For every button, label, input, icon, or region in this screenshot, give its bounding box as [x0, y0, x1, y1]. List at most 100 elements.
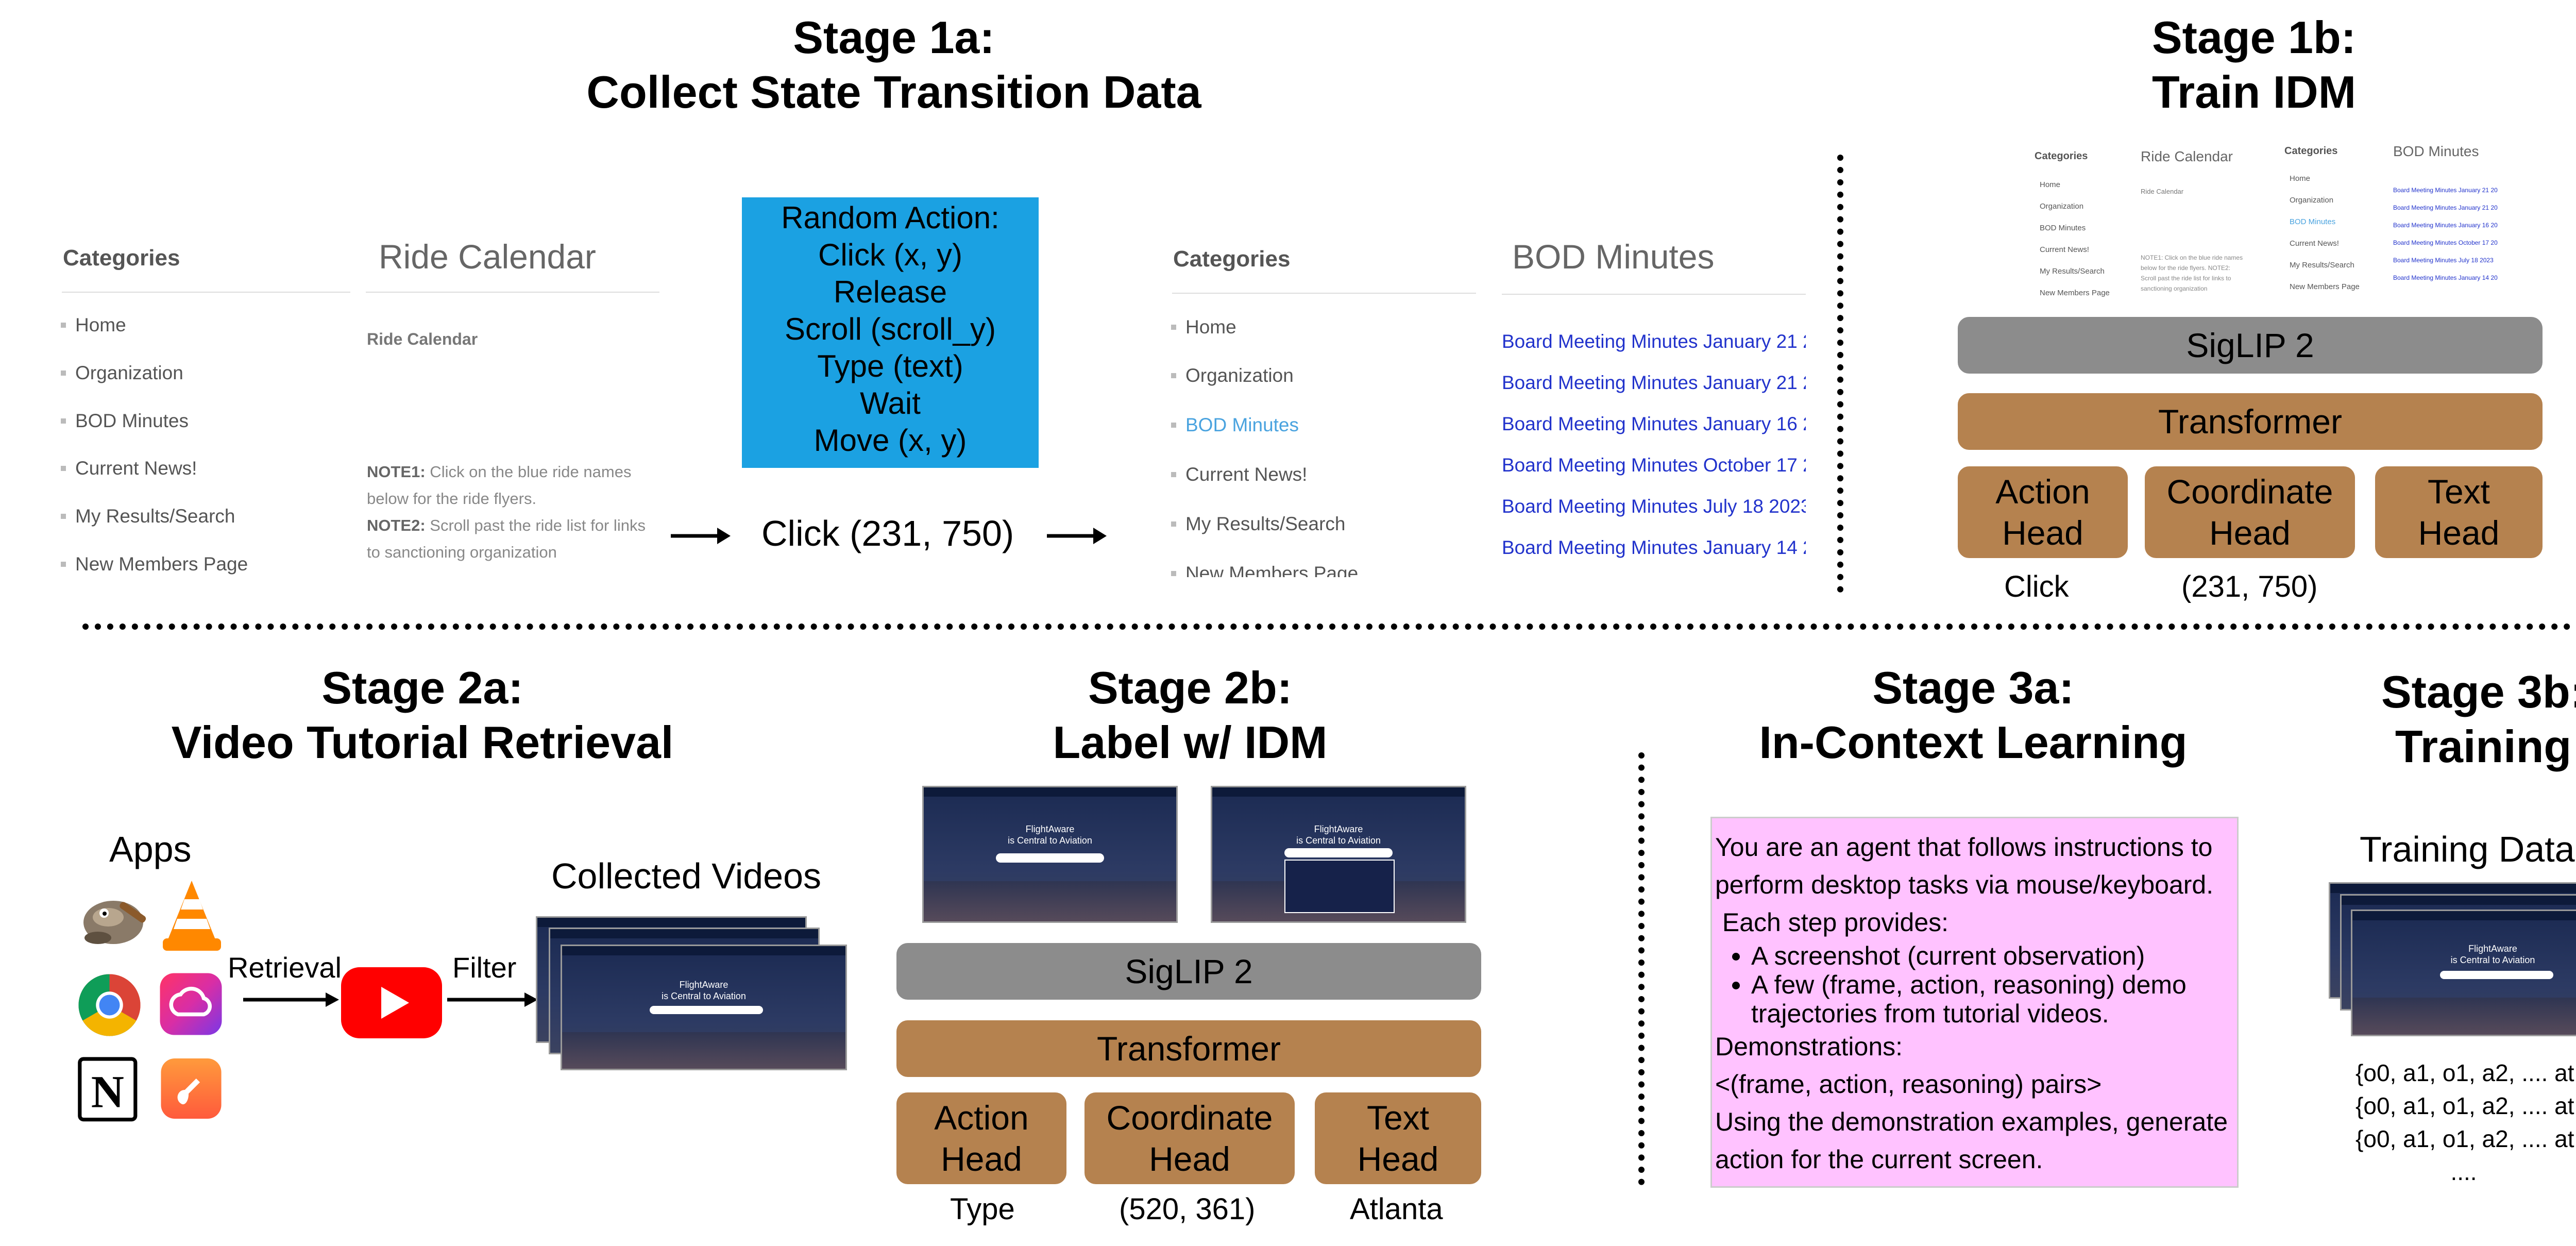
category-item-home: Home — [1185, 316, 1236, 338]
thumb-item: Current News! — [2040, 245, 2089, 254]
video-search-bar — [2440, 971, 2553, 979]
prompt-each-step: Each step provides: — [1715, 908, 1949, 937]
training-sequence-ellipsis: .... — [2450, 1158, 2477, 1185]
note2-label: NOTE2: — [367, 516, 426, 534]
text-output-label: Atlanta — [1350, 1192, 1443, 1226]
video-search-bar — [650, 1006, 763, 1014]
stage2b-title-line2: Label w/ IDM — [1053, 717, 1328, 768]
stage1a-before-screenshot: Categories Home Organization BOD Minutes… — [46, 216, 675, 577]
collected-video-thumb: FlightAware is Central to Aviation — [561, 945, 847, 1070]
training-sequence-line: {o0, a1, o1, a2, .... at, ot} — [2355, 1092, 2576, 1119]
stage2b-frame-after: FlightAware is Central to Aviation — [1211, 786, 1466, 923]
prompt-box: You are an agent that follows instructio… — [1710, 817, 2239, 1188]
youtube-icon — [341, 967, 442, 1038]
random-action-scroll: Scroll (scroll_y) — [784, 312, 996, 346]
coordinate-head-block: Coordinate Head — [1084, 1092, 1295, 1184]
thumb-bod-link: Board Meeting Minutes October 17 20 — [2393, 239, 2498, 246]
ride-calendar-notes: NOTE1: Click on the blue ride names belo… — [367, 459, 655, 566]
stage3b-title: Stage 3b: Training — [2329, 665, 2576, 774]
bod-link: Board Meeting Minutes January 14 20 — [1502, 537, 1806, 558]
notion-app-icon: N — [78, 1057, 138, 1122]
note2-text: Scroll past the ride list for links to s… — [367, 516, 646, 561]
category-item-current-news: Current News! — [1185, 464, 1308, 485]
thumb-item: BOD Minutes — [2040, 224, 2086, 232]
arrow-right-icon — [671, 528, 731, 544]
category-item-current-news: Current News! — [75, 458, 197, 479]
training-sequence-line: {o0, a1, o1, a2, .... at, ot} — [2355, 1059, 2576, 1086]
text-head-block: Text Head — [1315, 1092, 1481, 1184]
video-search-bar — [1284, 848, 1393, 857]
svg-text:N: N — [91, 1067, 124, 1118]
training-video-thumb: FlightAware is Central to Aviation — [2351, 910, 2576, 1036]
category-item-home: Home — [75, 314, 126, 335]
bod-link: Board Meeting Minutes January 21 20 — [1502, 331, 1806, 352]
category-item-my-results: My Results/Search — [1185, 513, 1346, 534]
coordinate-output-label: (520, 361) — [1119, 1192, 1256, 1226]
coordinate-output-label: (231, 750) — [2181, 570, 2318, 603]
video-caption: FlightAware is Central to Aviation — [2450, 944, 2535, 965]
transformer-block: Transformer — [896, 1020, 1481, 1077]
stage2a-title-line1: Stage 2a: — [321, 662, 523, 713]
random-action-move: Move (x, y) — [814, 423, 967, 458]
filter-label: Filter — [452, 951, 517, 984]
arrow-right-icon — [447, 992, 538, 1007]
stage1a-after-screenshot: Categories Home Organization BOD Minutes… — [1157, 216, 1806, 577]
random-action-click: Click (x, y) — [818, 238, 962, 272]
ride-calendar-subtitle: Ride Calendar — [367, 330, 478, 348]
chosen-action-label: Click (231, 750) — [761, 513, 1014, 553]
siglip-block: SigLIP 2 — [896, 943, 1481, 1000]
prompt-pairs: <(frame, action, reasoning) pairs> — [1715, 1070, 2102, 1099]
video-caption: FlightAware is Central to Aviation — [1008, 824, 1092, 846]
category-item-my-results: My Results/Search — [75, 506, 235, 527]
transformer-block: Transformer — [1958, 393, 2543, 450]
video-search-bar — [996, 853, 1104, 863]
collected-videos-label: Collected Videos — [551, 856, 822, 896]
random-action-type: Type (text) — [817, 349, 963, 383]
ride-calendar-underline — [366, 292, 659, 293]
note1-text: Click on the blue ride names below for t… — [367, 463, 632, 508]
thumb-ride-calendar-sub: Ride Calendar — [2141, 188, 2184, 195]
thumb-categories-header: Categories — [2035, 150, 2088, 162]
text-head-block: Text Head — [2375, 466, 2543, 558]
siglip-block: SigLIP 2 — [1958, 317, 2543, 374]
stage3a-title-line1: Stage 3a: — [1872, 662, 2074, 713]
stage1b-thumb-after: Categories Home Organization BOD Minutes… — [2282, 139, 2499, 304]
video-caption: FlightAware is Central to Aviation — [662, 980, 746, 1001]
vertical-divider-stage3 — [1638, 752, 1645, 1185]
thumb-item: Home — [2040, 180, 2061, 189]
ride-calendar-title: Ride Calendar — [379, 238, 596, 276]
vertical-divider-stage1 — [1837, 155, 1843, 593]
thumb-item: New Members Page — [2040, 289, 2110, 297]
training-sequence: {o0, a1, o1, a2, .... at, ot} {o0, a1, o… — [2355, 1056, 2576, 1188]
stage1b-title-line2: Train IDM — [2151, 66, 2357, 117]
thumb-item: My Results/Search — [2290, 261, 2354, 270]
prompt-bullet: A few (frame, action, reasoning) demo tr… — [1751, 970, 2234, 1028]
category-item-bod-minutes: BOD Minutes — [1185, 414, 1299, 435]
stage2b-title: Stage 2b: Label w/ IDM — [933, 661, 1448, 770]
category-item-organization: Organization — [1185, 365, 1294, 386]
prompt-bullet: A screenshot (current observation) — [1751, 941, 2234, 970]
bod-link: Board Meeting Minutes October 17 20 — [1502, 454, 1806, 476]
action-head-block: Action Head — [896, 1092, 1066, 1184]
random-action-wait: Wait — [860, 386, 921, 420]
random-action-header: Random Action: — [781, 200, 999, 235]
thumb-categories-header: Categories — [2284, 145, 2338, 157]
note1-label: NOTE1: — [367, 463, 426, 481]
bod-minutes-title: BOD Minutes — [1512, 238, 1715, 276]
random-action-release: Release — [833, 275, 947, 309]
category-item-bod-minutes: BOD Minutes — [75, 410, 189, 431]
stage2b-title-line1: Stage 2b: — [1088, 662, 1293, 713]
category-item-new-members: New Members Page — [75, 553, 248, 575]
thumb-bod-link: Board Meeting Minutes January 21 20 — [2393, 204, 2498, 211]
apps-label: Apps — [109, 829, 192, 869]
horizontal-divider — [82, 624, 2576, 630]
creative-cloud-app-icon — [160, 973, 222, 1035]
categories-underline — [1172, 293, 1476, 294]
gimp-app-icon — [83, 901, 146, 944]
arrow-right-icon — [243, 992, 339, 1007]
bod-link: Board Meeting Minutes January 21 20 — [1502, 372, 1806, 393]
thumb-item: BOD Minutes — [2290, 217, 2336, 226]
thumb-bod-link: Board Meeting Minutes January 16 20 — [2393, 222, 2498, 229]
stage3a-title: Stage 3a: In-Context Learning — [1716, 661, 2231, 770]
action-output-label: Type — [950, 1192, 1015, 1226]
